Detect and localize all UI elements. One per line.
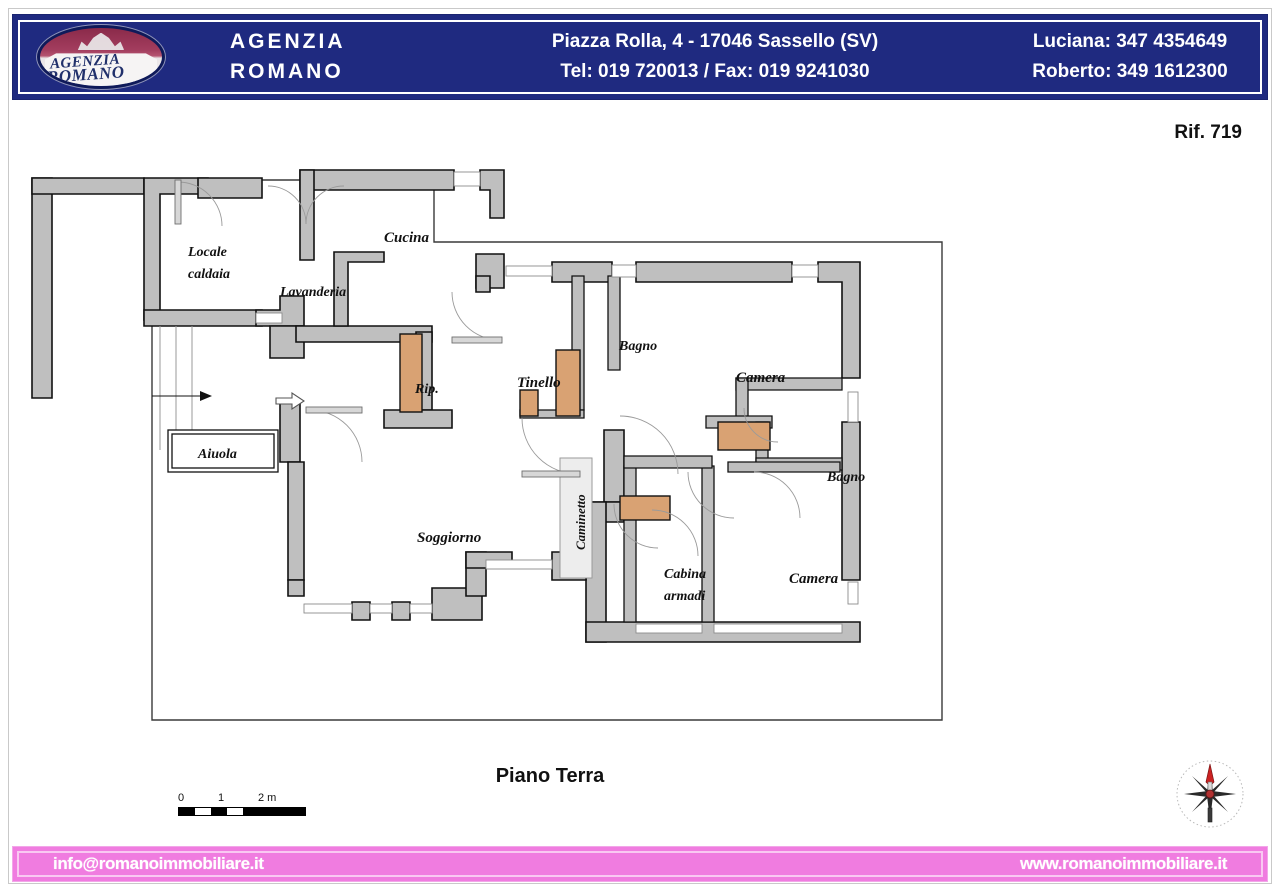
room-label-soggiorno: Soggiorno [417,530,481,546]
compass-rose-north-icon [1168,752,1252,836]
stairs-and-entry-arrow [152,326,305,450]
scale-bar-labels: 0 1 2 m [178,792,318,806]
agency-name-line2: ROMANO [230,60,344,83]
room-label-tinello: Tinello [517,375,561,391]
room-labels-group: Locale caldaia Lavanderia Cucina Rip. Ti… [187,230,865,604]
header-address-block: Piazza Rolla, 4 - 17046 Sassello (SV) Te… [450,22,980,92]
room-label-cabina-armadi-1: Cabina [664,567,706,582]
scale-bar: 0 1 2 m [178,792,318,816]
scale-bar-graphic [178,807,306,816]
fireplace-caminetto [559,457,593,579]
logo-banner [44,53,158,84]
room-label-lavanderia: Lavanderia [279,285,346,300]
contact-footer-banner: info@romanoimmobiliare.it www.romanoimmo… [12,846,1268,882]
header-inner-frame: AGENZIA ROMANO AGENZIA ROMANO Piazza Rol… [18,20,1262,94]
agency-logo-icon: AGENZIA ROMANO [36,24,166,90]
logo-crown-icon [77,32,125,51]
contact-luciana: Luciana: 347 4354649 [1032,31,1228,52]
door-blocks-group [399,333,771,521]
room-label-ripostiglio: Rip. [414,382,439,397]
footer-website[interactable]: www.romanoimmobiliare.it [1019,854,1227,873]
aiuola-box [167,429,279,473]
reference-number: Rif. 719 [1174,122,1242,143]
scale-tick-0: 0 [178,792,185,804]
scale-tick-2: 2 m [258,792,277,804]
logo-oval: AGENZIA ROMANO [40,28,162,86]
contact-roberto: Roberto: 349 1612300 [1032,61,1228,82]
address-line: Piazza Rolla, 4 - 17046 Sassello (SV) [551,31,879,52]
room-label-bagno-2: Bagno [826,470,865,485]
scale-tick-1: 1 [218,792,225,804]
logo-bottom-text: ROMANO [46,62,126,86]
room-label-camera-1: Camera [736,370,786,386]
room-label-bagno-1: Bagno [618,339,657,354]
room-label-cucina: Cucina [384,230,430,246]
footer-inner-frame: info@romanoimmobiliare.it www.romanoimmo… [17,851,1263,877]
footer-email[interactable]: info@romanoimmobiliare.it [53,854,264,873]
room-label-locale-caldaia-1: Locale [187,245,227,260]
walls-group [31,169,861,643]
door-swings-group [174,179,801,557]
plan-caption: Piano Terra [495,765,605,787]
agency-name-line1: AGENZIA [230,30,346,53]
header-contacts-block: Luciana: 347 4354649 Roberto: 349 161230… [985,22,1275,92]
agency-header-banner: AGENZIA ROMANO AGENZIA ROMANO Piazza Rol… [12,14,1268,100]
room-label-aiuola: Aiuola [197,447,237,462]
floor-plan-drawing: Locale caldaia Lavanderia Cucina Rip. Ti… [12,110,1268,770]
header-agency-name: AGENZIA ROMANO [230,22,460,92]
floor-plan-svg: Locale caldaia Lavanderia Cucina Rip. Ti… [31,169,943,721]
phone-fax-line: Tel: 019 720013 / Fax: 019 9241030 [560,61,870,82]
room-label-caminetto: Caminetto [573,494,588,550]
room-label-cabina-armadi-2: armadi [664,589,705,604]
room-label-locale-caldaia-2: caldaia [188,267,230,282]
room-label-camera-2: Camera [789,571,839,587]
windows-group [255,171,859,634]
